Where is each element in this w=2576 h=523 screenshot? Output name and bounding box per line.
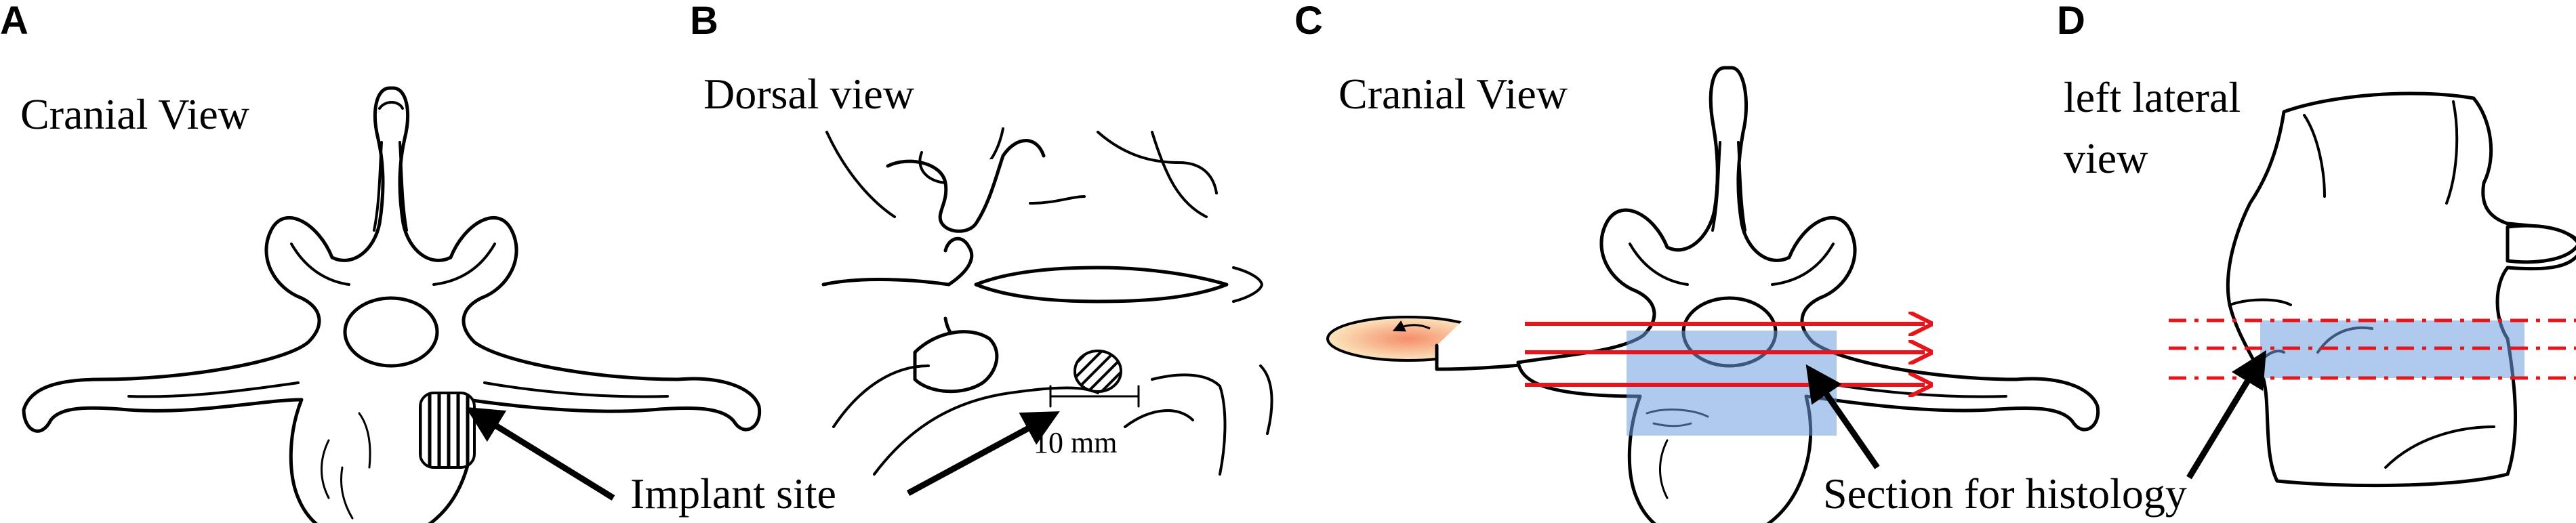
panel-c-vertebra: [1435, 66, 2100, 523]
panel-b-title: Dorsal view: [703, 70, 914, 118]
implant-hatch-a: [419, 392, 476, 469]
panel-letter-a: A: [0, 0, 28, 43]
section-arrow-d: [2186, 350, 2266, 480]
panel-d-title-line2: view: [2064, 134, 2148, 182]
panel-d-title-line1: left lateral: [2064, 73, 2241, 121]
section-arrow-c: [1805, 364, 1880, 469]
implant-arrow-a: [466, 406, 615, 501]
disc-rotation-arrow: [1392, 320, 1431, 332]
panel-a-vertebra: [22, 86, 762, 523]
section-histology-label: Section for histology: [1823, 469, 2187, 518]
panel-letter-c: C: [1294, 0, 1323, 43]
implant-hatch-b: [1074, 350, 1122, 393]
panel-letter-d: D: [2057, 0, 2085, 43]
implant-arrow-b: [906, 411, 1060, 496]
scale-label: 10 mm: [1034, 426, 1117, 459]
panel-b-vertebra: [821, 127, 1273, 476]
panel-a-title: Cranial View: [20, 90, 249, 138]
panel-d-vertebra: [2226, 91, 2576, 488]
panel-c: C Cranial View: [1294, 0, 2100, 523]
panel-b: B Dorsal view 10 mm: [690, 0, 1273, 496]
panel-d: D left lateral view: [2057, 0, 2576, 488]
panel-c-title: Cranial View: [1338, 70, 1568, 118]
panel-a: A Cranial View: [0, 0, 762, 523]
panel-letter-b: B: [690, 0, 718, 43]
implant-site-label: Implant site: [630, 469, 836, 518]
